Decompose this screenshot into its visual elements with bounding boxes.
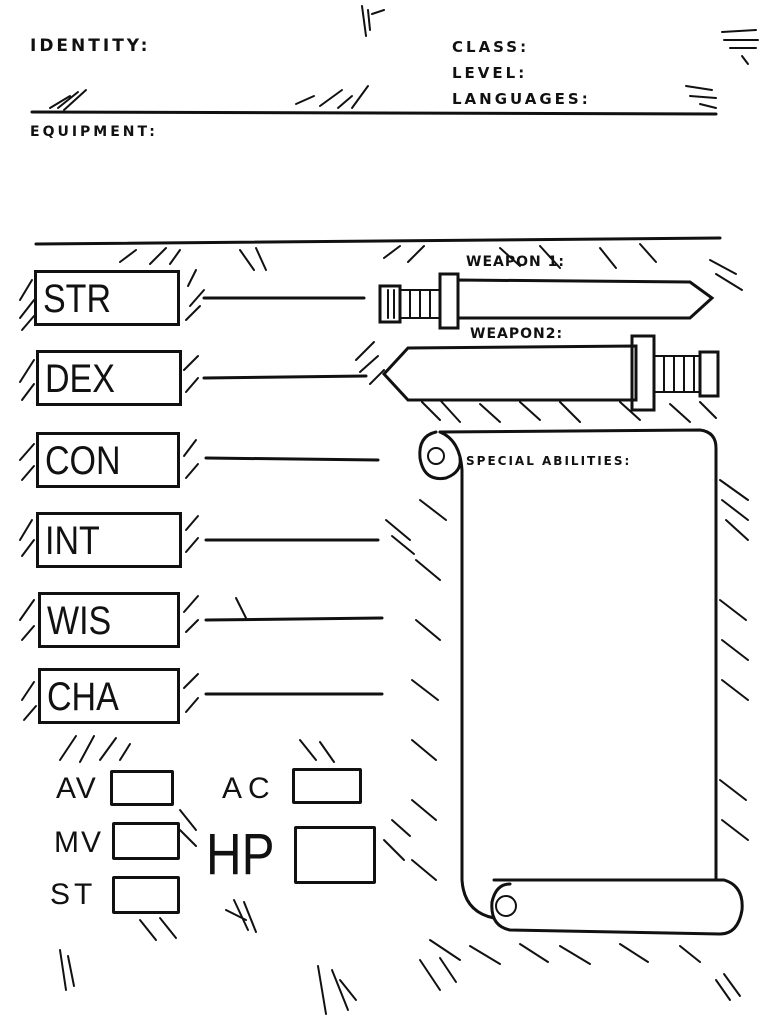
weapon2-label: WEAPON2:	[470, 326, 564, 342]
stat-label-con: CON	[45, 439, 121, 483]
stat-box-cha[interactable]: CHA	[38, 668, 180, 724]
stat-line-dex[interactable]	[204, 366, 366, 386]
stat-label-wis: WIS	[47, 599, 112, 643]
stat-box-int[interactable]: INT	[36, 512, 182, 568]
weapon1-field[interactable]	[462, 284, 690, 316]
ac-box[interactable]	[292, 768, 362, 804]
stat-line-str[interactable]	[204, 286, 366, 306]
stat-line-con[interactable]	[206, 446, 378, 466]
mv-box[interactable]	[112, 822, 180, 860]
av-label: AV	[56, 772, 98, 805]
weapon1-label: WEAPON 1:	[466, 254, 565, 270]
class-label: CLASS:	[452, 38, 530, 56]
stat-label-cha: CHA	[47, 675, 119, 719]
stat-label-dex: DEX	[45, 357, 115, 401]
stat-box-wis[interactable]: WIS	[38, 592, 180, 648]
hp-label: HP	[206, 822, 275, 887]
stat-box-str[interactable]: STR	[34, 270, 180, 326]
special-abilities-area[interactable]	[468, 478, 712, 874]
stat-box-con[interactable]: CON	[36, 432, 180, 488]
st-box[interactable]	[112, 876, 180, 914]
sword-icon	[380, 274, 440, 328]
mv-label: MV	[54, 826, 103, 859]
identity-label: IDENTITY:	[30, 36, 151, 56]
languages-label: LANGUAGES:	[452, 90, 591, 108]
stat-line-int[interactable]	[206, 528, 378, 548]
ac-label: AC	[222, 772, 276, 805]
stat-line-wis[interactable]	[206, 606, 382, 626]
equipment-label: EQUIPMENT:	[30, 124, 158, 140]
stat-line-cha[interactable]	[206, 682, 382, 702]
av-box[interactable]	[110, 770, 174, 806]
hp-box[interactable]	[294, 826, 376, 884]
stat-box-dex[interactable]: DEX	[36, 350, 182, 406]
special-abilities-label: SPECIAL ABILITIES:	[466, 454, 632, 468]
stat-label-int: INT	[45, 519, 100, 563]
weapon2-field[interactable]	[410, 350, 632, 398]
scroll-icon	[418, 430, 448, 480]
st-label: ST	[50, 878, 97, 911]
level-label: LEVEL:	[452, 64, 528, 82]
stat-label-str: STR	[43, 277, 111, 321]
